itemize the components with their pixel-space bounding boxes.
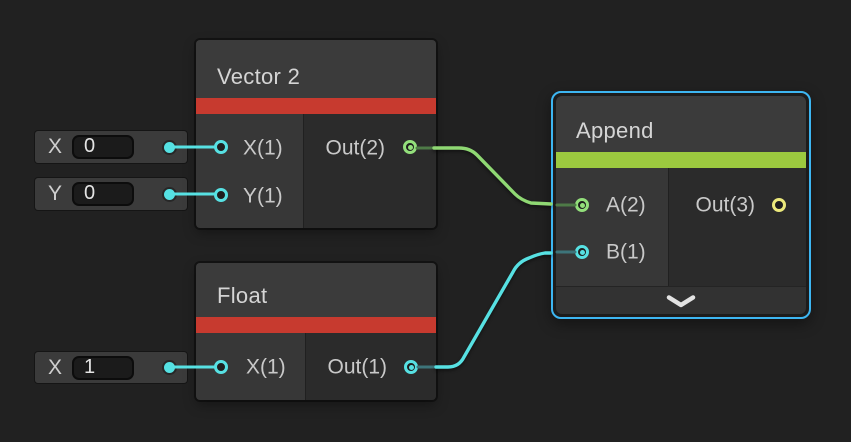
widget-value-input-x[interactable] <box>72 355 134 380</box>
node-append-titlebar[interactable]: Append <box>556 96 806 152</box>
widget-port-dot[interactable] <box>164 141 175 153</box>
port-input-b[interactable] <box>575 245 589 259</box>
node-append-selected[interactable]: Append A(2) B(1) Out(3) <box>551 91 811 319</box>
node-float[interactable]: Float X(1) Out(1) <box>196 263 436 400</box>
port-label: X(1) <box>246 355 286 379</box>
widget-port-dot[interactable] <box>164 188 175 200</box>
port-input-a[interactable] <box>575 198 589 212</box>
port-label: Out(1) <box>327 355 387 379</box>
node-title: Append <box>576 118 654 143</box>
port-input-x[interactable] <box>214 360 228 374</box>
type-accent-bar <box>196 317 436 333</box>
wire-out2-to-a2[interactable] <box>432 146 553 206</box>
port-label: Out(2) <box>325 136 385 160</box>
node-vector2-titlebar[interactable]: Vector 2 <box>196 40 436 98</box>
port-label: B(1) <box>606 240 646 264</box>
node-expand-footer[interactable] <box>556 286 806 314</box>
input-section <box>556 168 668 286</box>
widget-value-input-x[interactable] <box>72 135 134 159</box>
port-label: Y(1) <box>243 184 283 208</box>
wire-out1-to-b1[interactable] <box>434 251 553 369</box>
widget-label-x: X <box>48 355 63 379</box>
output-section <box>668 168 806 286</box>
widget-value-input-y[interactable] <box>72 182 134 206</box>
node-vector2[interactable]: Vector 2 X(1) Y(1) Out(2) <box>196 40 436 228</box>
widget-port-dot[interactable] <box>164 362 175 373</box>
port-input-y[interactable] <box>214 188 228 202</box>
port-output-out3[interactable] <box>772 198 786 212</box>
output-section <box>303 114 436 228</box>
type-accent-bar <box>196 98 436 114</box>
port-input-x[interactable] <box>214 140 228 154</box>
port-label: X(1) <box>243 136 283 160</box>
type-accent-bar <box>556 152 806 168</box>
widget-label-y: Y <box>48 182 63 205</box>
input-section <box>196 114 303 228</box>
chevron-down-icon <box>666 294 696 307</box>
inline-widget-vector2-x: X <box>35 131 187 163</box>
port-label: Out(3) <box>695 193 755 217</box>
inline-widget-float-x: X <box>35 352 187 383</box>
node-title: Vector 2 <box>217 64 301 89</box>
widget-label-x: X <box>48 135 63 158</box>
port-label: A(2) <box>606 193 646 217</box>
inline-widget-vector2-y: Y <box>35 178 187 210</box>
port-output-out1[interactable] <box>404 360 418 374</box>
node-float-titlebar[interactable]: Float <box>196 263 436 317</box>
node-title: Float <box>217 283 268 308</box>
port-output-out2[interactable] <box>403 140 417 154</box>
